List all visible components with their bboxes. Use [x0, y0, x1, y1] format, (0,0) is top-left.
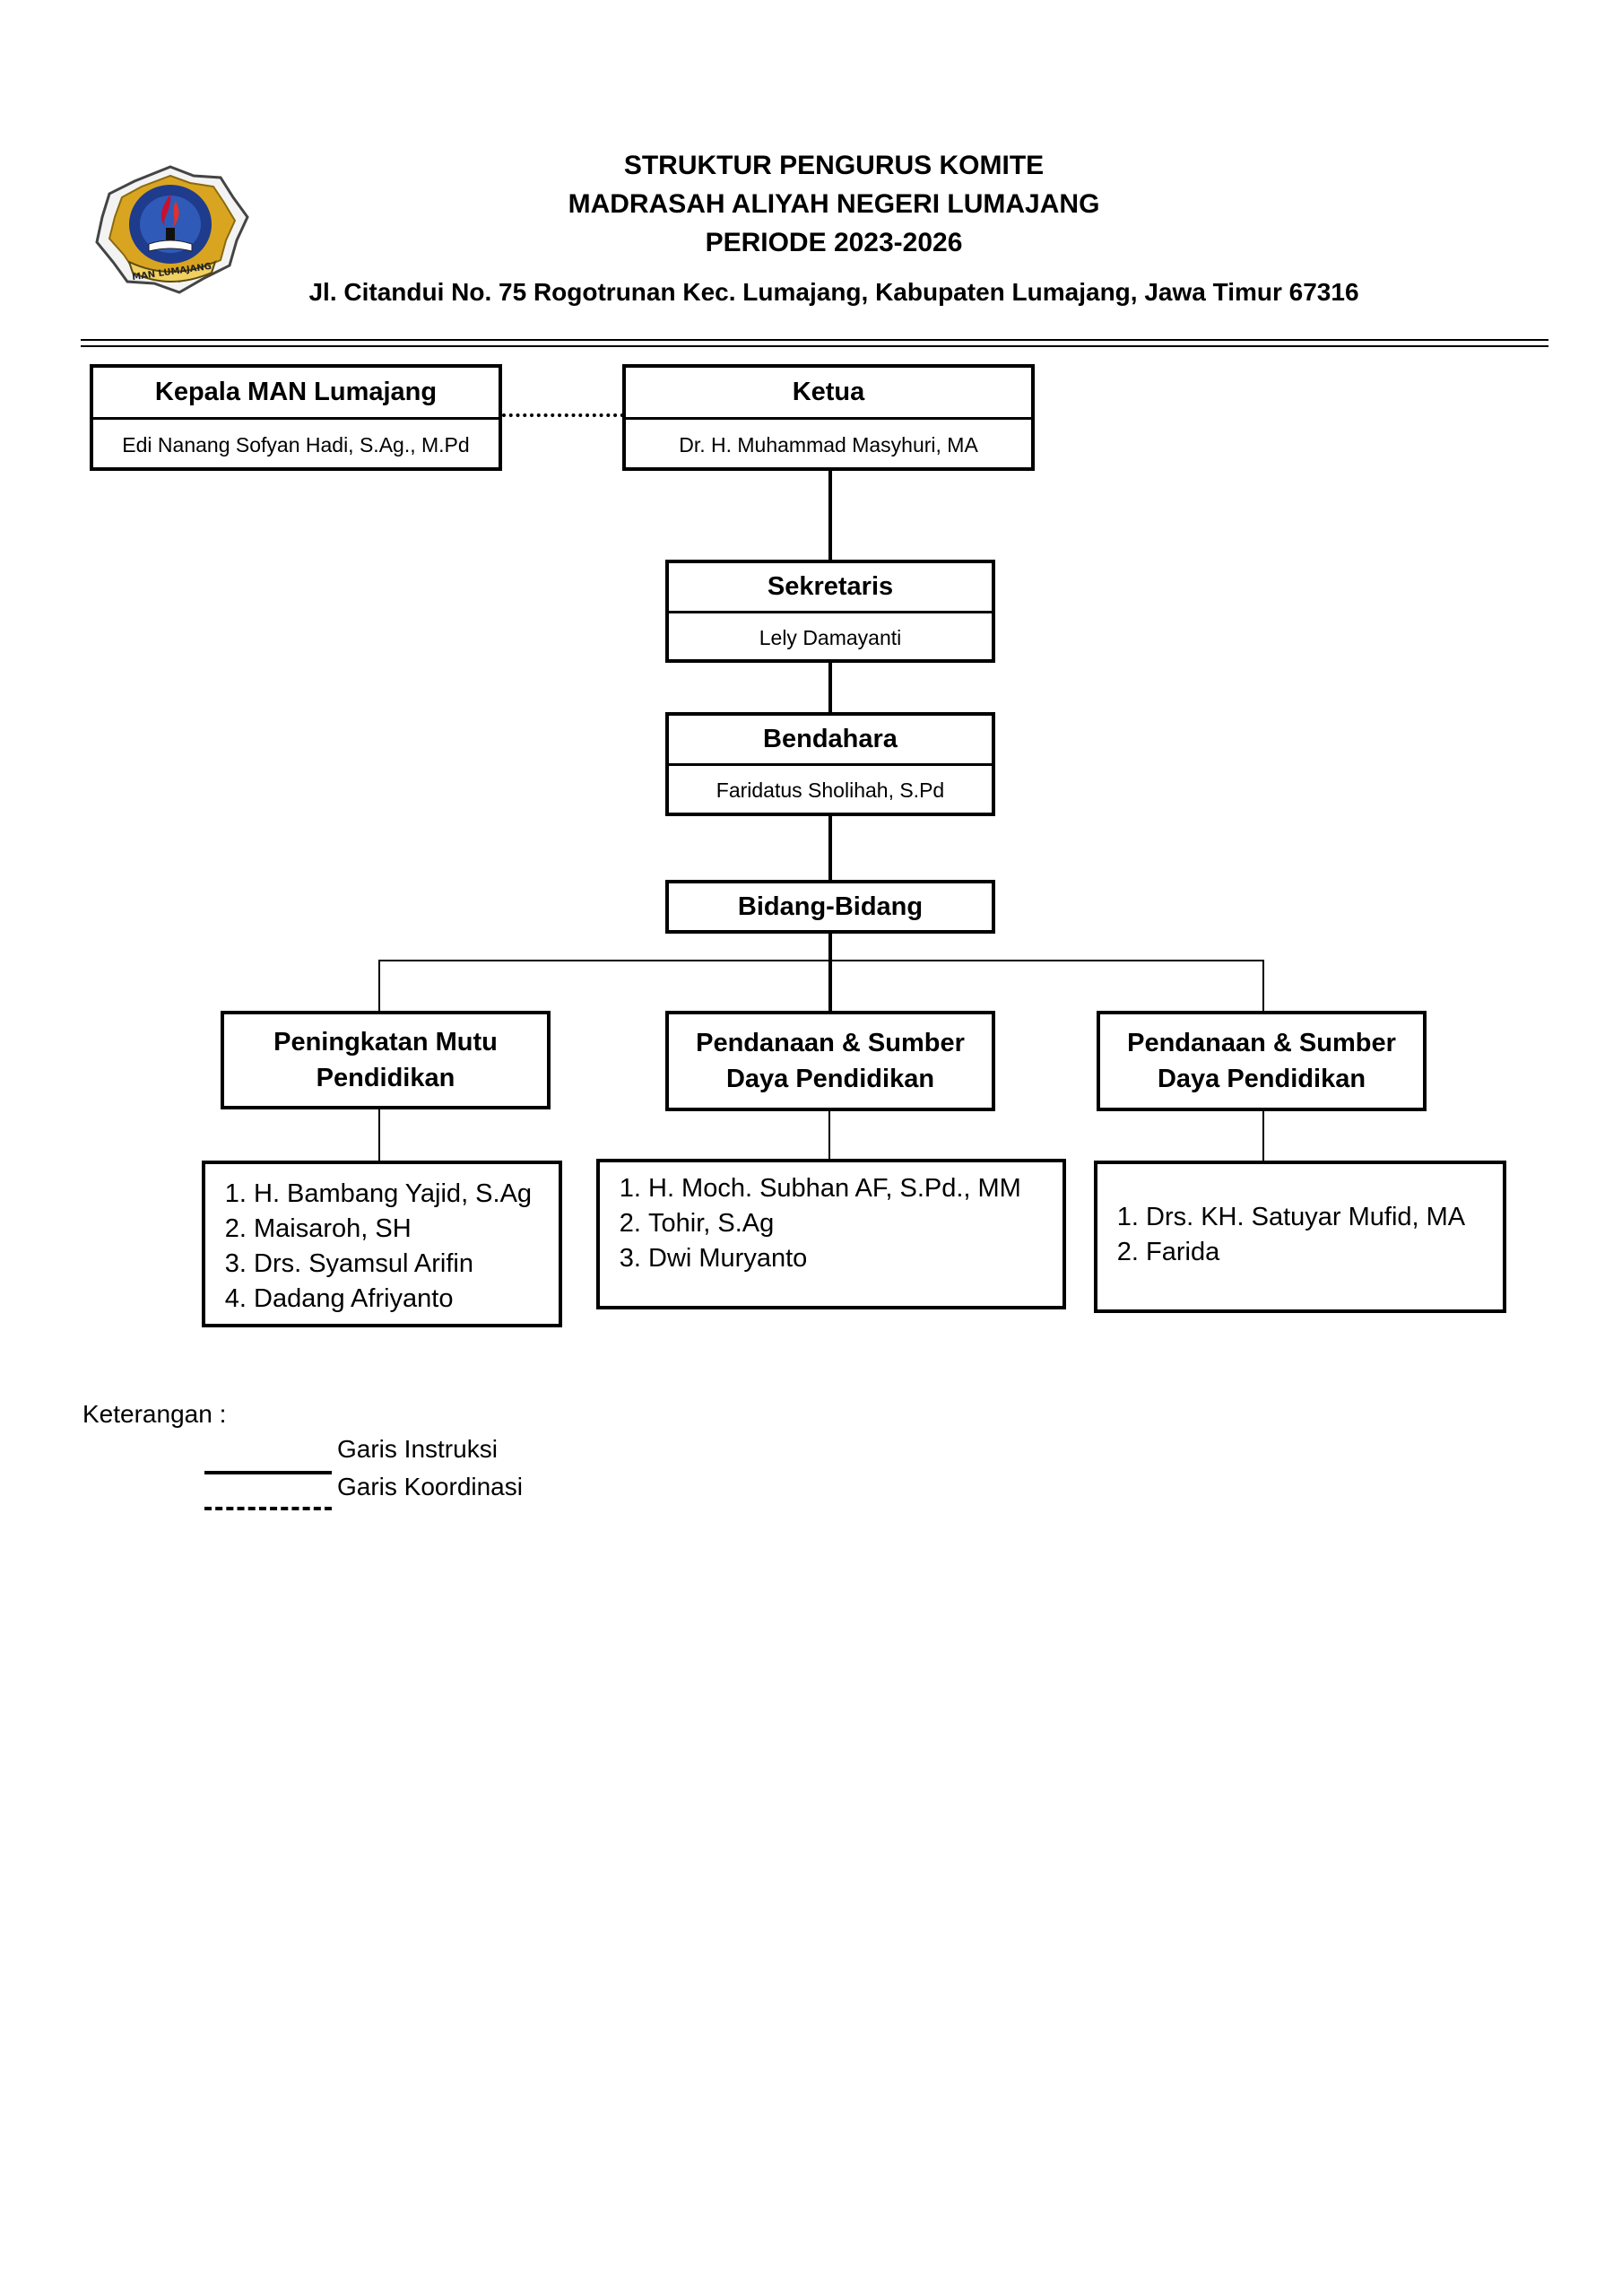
legend-dotted-line	[204, 1507, 332, 1510]
division-1-title-1: Peningkatan Mutu	[273, 1028, 498, 1057]
division-2-members: H. Moch. Subhan AF, S.Pd., MM Tohir, S.A…	[596, 1159, 1066, 1309]
division-1-connector	[378, 1109, 380, 1161]
division-1-box: Peningkatan Mutu Pendidikan	[221, 1011, 551, 1109]
coordination-line	[502, 413, 624, 417]
sekretaris-box: Sekretaris Lely Damayanti	[665, 560, 995, 663]
kepala-box: Kepala MAN Lumajang Edi Nanang Sofyan Ha…	[90, 364, 502, 471]
division-2-connector	[828, 1111, 830, 1160]
division-2-box: Pendanaan & Sumber Daya Pendidikan	[665, 1011, 995, 1111]
title-line-3: PERIODE 2023-2026	[705, 228, 963, 257]
sekretaris-role: Sekretaris	[669, 563, 992, 613]
division-2-title-1: Pendanaan & Sumber	[696, 1029, 965, 1057]
bendahara-role: Bendahara	[669, 716, 992, 766]
header-rule-top	[81, 339, 1548, 341]
kepala-name: Edi Nanang Sofyan Hadi, S.Ag., M.Pd	[122, 432, 470, 457]
division-2-title-2: Daya Pendidikan	[725, 1065, 935, 1093]
division-3-title-2: Daya Pendidikan	[1157, 1065, 1366, 1093]
member-item: H. Moch. Subhan AF, S.Pd., MM	[648, 1171, 1063, 1206]
member-item: H. Bambang Yajid, S.Ag	[254, 1177, 559, 1212]
title-block: STRUKTUR PENGURUS KOMITE MADRASAH ALIYAH…	[269, 146, 1399, 262]
ketua-role: Ketua	[626, 368, 1031, 420]
division-3-title-1: Pendanaan & Sumber	[1127, 1029, 1396, 1057]
division-3-connector	[1262, 1111, 1264, 1161]
division-1-title-2: Pendidikan	[316, 1064, 455, 1092]
connector-ketua-sekretaris	[828, 471, 832, 561]
member-item: Dwi Muryanto	[648, 1241, 1063, 1276]
member-item: Drs. KH. Satuyar Mufid, MA	[1146, 1200, 1503, 1235]
division-3-box: Pendanaan & Sumber Daya Pendidikan	[1097, 1011, 1427, 1111]
member-item: Tohir, S.Ag	[648, 1206, 1063, 1241]
member-item: Drs. Syamsul Arifin	[254, 1247, 559, 1282]
bendahara-box: Bendahara Faridatus Sholihah, S.Pd	[665, 712, 995, 816]
bidang-box: Bidang-Bidang	[665, 880, 995, 934]
sekretaris-name: Lely Damayanti	[759, 625, 902, 649]
ketua-box: Ketua Dr. H. Muhammad Masyhuri, MA	[622, 364, 1035, 471]
header-rule-bottom	[81, 345, 1548, 347]
branch-drop-1	[378, 960, 380, 1012]
branch-drop-3	[1262, 960, 1264, 1012]
legend-instruction-label: Garis Instruksi	[337, 1435, 498, 1463]
address: Jl. Citandui No. 75 Rogotrunan Kec. Luma…	[308, 278, 1359, 306]
bendahara-name: Faridatus Sholihah, S.Pd	[716, 778, 945, 802]
title-line-1: STRUKTUR PENGURUS KOMITE	[623, 151, 1045, 180]
school-logo: MAN LUMAJANG	[95, 165, 249, 294]
title-line-2: MADRASAH ALIYAH NEGERI LUMAJANG	[568, 189, 1100, 219]
branch-line	[378, 960, 1264, 961]
legend-solid-line	[204, 1471, 332, 1474]
division-1-members: H. Bambang Yajid, S.Ag Maisaroh, SH Drs.…	[202, 1161, 562, 1327]
member-item: Maisaroh, SH	[254, 1212, 559, 1247]
member-item: Dadang Afriyanto	[254, 1282, 559, 1317]
kepala-role: Kepala MAN Lumajang	[93, 368, 499, 420]
connector-sekretaris-bendahara	[828, 663, 832, 713]
member-item: Farida	[1146, 1235, 1503, 1270]
division-3-members: Drs. KH. Satuyar Mufid, MA Farida	[1094, 1161, 1506, 1313]
ketua-name: Dr. H. Muhammad Masyhuri, MA	[679, 432, 978, 457]
connector-bidang-trunk	[828, 934, 832, 1013]
legend-title: Keterangan :	[82, 1400, 227, 1428]
legend-coordination-label: Garis Koordinasi	[337, 1473, 523, 1500]
connector-bendahara-bidang	[828, 816, 832, 881]
